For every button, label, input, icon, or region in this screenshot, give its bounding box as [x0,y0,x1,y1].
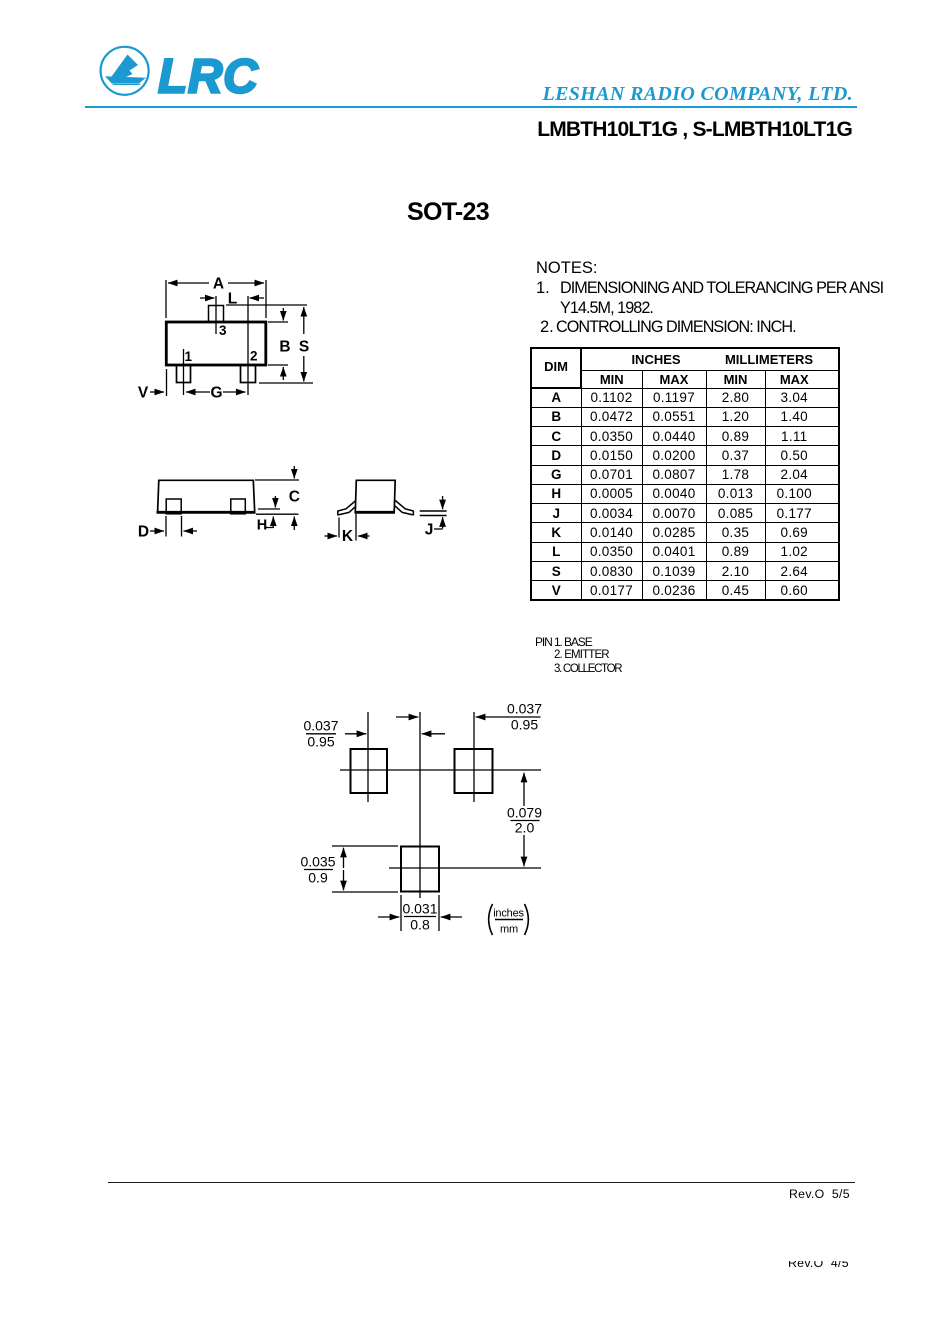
svg-text:C: C [289,489,300,506]
svg-text:0.079: 0.079 [507,805,542,821]
svg-text:mm: mm [500,924,518,936]
svg-text:D: D [138,524,149,541]
svg-text:G: G [210,385,222,402]
svg-text:H: H [257,518,267,534]
svg-text:J: J [425,522,434,539]
svg-text:0.031: 0.031 [402,901,437,917]
svg-text:0.037: 0.037 [303,718,338,734]
svg-text:V: V [138,385,149,402]
svg-text:2.0: 2.0 [515,820,535,836]
svg-text:0.95: 0.95 [307,734,334,750]
svg-text:0.95: 0.95 [511,717,538,733]
svg-text:A: A [213,276,224,293]
svg-text:0.9: 0.9 [308,870,328,886]
svg-text:0.037: 0.037 [507,701,542,717]
svg-text:K: K [342,528,354,545]
svg-text:2: 2 [250,349,258,364]
svg-text:0.035: 0.035 [300,854,335,870]
svg-text:L: L [228,291,237,308]
svg-text:inches: inches [493,908,524,920]
svg-text:S: S [299,339,309,356]
svg-text:1: 1 [185,349,193,364]
svg-text:0.8: 0.8 [410,917,430,933]
svg-text:LRC: LRC [158,51,259,104]
svg-text:B: B [279,339,290,356]
svg-text:3: 3 [219,323,227,338]
